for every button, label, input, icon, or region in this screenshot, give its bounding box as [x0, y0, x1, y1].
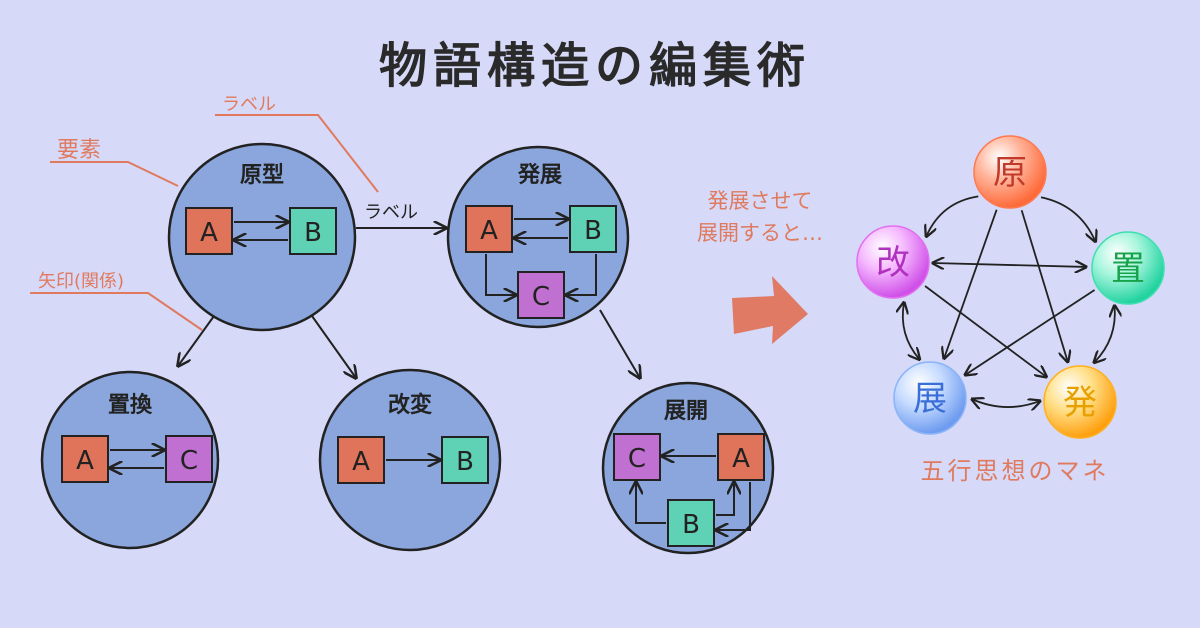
wuxing-star-4-2 [924, 285, 1046, 377]
node-title-modify: 改変 [388, 392, 432, 418]
circle-prototype [167, 142, 357, 332]
box-b [441, 436, 489, 484]
orb-label: 発 [1063, 383, 1097, 423]
wuxing-arc-2-3 [972, 399, 1040, 407]
box-label: B [304, 218, 322, 248]
circle-expand [601, 381, 775, 555]
edge-prototype-modify [311, 315, 356, 378]
box-a [465, 205, 513, 253]
box-label: C [180, 446, 198, 476]
circle-replace [40, 370, 220, 550]
orb-label: 原 [993, 153, 1027, 193]
orb-circle [856, 225, 930, 299]
box-c [517, 271, 565, 319]
box-b [569, 205, 617, 253]
wuxing-star-1-3 [965, 289, 1096, 375]
wuxing-arc-1-2 [1094, 306, 1115, 363]
annotation-element: 要素 [57, 138, 101, 163]
box-label: A [352, 447, 370, 477]
box-label: A [200, 218, 218, 248]
box-label: B [682, 510, 700, 540]
cta-line1: 発展させて [708, 189, 813, 213]
box-label: C [532, 282, 550, 312]
cta: 発展させて 展開すると… [697, 189, 823, 344]
edge-development-expand [599, 309, 640, 378]
cta-line2: 展開すると… [697, 221, 823, 245]
box-c [613, 433, 661, 481]
orb-circle [1091, 231, 1165, 305]
annotations: 要素 ラベル 矢印(関係) [30, 94, 379, 331]
big-arrow-icon [732, 276, 808, 344]
box-label: B [456, 447, 474, 477]
orb-label: 置 [1111, 249, 1145, 289]
node-development: 発展 A B C [465, 163, 617, 319]
node-prototype: 原型 A B [185, 163, 337, 255]
wuxing-arc-3-4 [903, 303, 920, 360]
arrow-a-to-b [716, 482, 751, 530]
annotation-element-line [50, 161, 179, 187]
node-replace: 置換 A C [61, 392, 213, 483]
edges [178, 228, 640, 378]
wuxing-arc-0-4 [926, 195, 979, 236]
orb-circle [973, 135, 1047, 209]
wuxing-star-0-2 [1020, 210, 1068, 362]
wuxing-arc-0-1 [1040, 196, 1095, 241]
box-label: A [76, 446, 94, 476]
box-label: B [584, 216, 602, 246]
box-label: C [628, 444, 646, 474]
node-expand: 展開 C A B [613, 399, 765, 547]
box-label: A [732, 444, 750, 474]
edge-label: ラベル [364, 202, 418, 223]
wuxing-diagram: 原置発 展 改 五行思想のマネ [856, 135, 1165, 485]
wuxing-connections [903, 195, 1115, 407]
box-b [289, 207, 337, 255]
node-title-replace: 置換 [108, 392, 153, 418]
annotation-arrow-relation: 矢印(関係) [38, 271, 124, 292]
wuxing-orb: 改 [856, 225, 930, 299]
box-a [337, 436, 385, 484]
box-c [165, 435, 213, 483]
annotation-label: ラベル [222, 94, 276, 115]
node-title-expand: 展開 [664, 399, 708, 424]
arrow-b-to-c [566, 254, 597, 295]
wuxing-caption: 五行思想のマネ [921, 457, 1110, 485]
annotation-arrow-line [30, 292, 203, 331]
arrow-b-to-c [636, 482, 666, 524]
orb-label: 改 [876, 243, 910, 283]
box-label: A [480, 216, 498, 246]
node-title-prototype: 原型 [240, 163, 284, 188]
wuxing-orb: 置 [1091, 231, 1165, 305]
node-modify: 改変 A B [337, 392, 489, 484]
wuxing-orb: 原 [973, 135, 1047, 209]
wuxing-star-4-1 [933, 263, 1086, 267]
box-b [667, 499, 715, 547]
wuxing-star-0-3 [944, 209, 998, 359]
node-title-development: 発展 [517, 163, 562, 188]
arrow-b-to-a [716, 482, 734, 516]
page-title: 物語構造の編集術 [379, 38, 811, 94]
box-a [61, 435, 109, 483]
annotation-label-line [215, 114, 379, 193]
orb-circle [1043, 365, 1117, 439]
edge-prototype-replace [178, 315, 215, 366]
orb-label: 展 [913, 379, 947, 419]
arrow-a-to-c [485, 254, 516, 295]
box-a [717, 433, 765, 481]
orb-circle [893, 361, 967, 435]
wuxing-orb: 発 [1043, 365, 1117, 439]
wuxing-orbs: 原置発 展 改 [856, 135, 1165, 439]
wuxing-orb: 展 [893, 361, 967, 435]
box-a [185, 207, 233, 255]
